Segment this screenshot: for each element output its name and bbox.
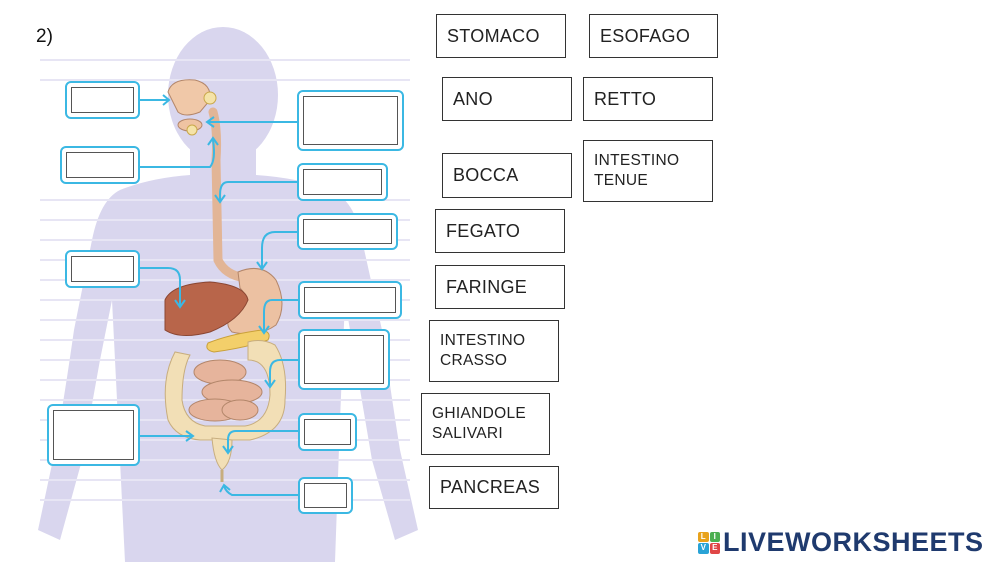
answer-box-9[interactable] xyxy=(47,404,140,466)
arrow-heads xyxy=(162,94,276,493)
answer-box-11[interactable] xyxy=(298,477,353,514)
small-intestine-organ xyxy=(188,359,263,422)
answer-box-2[interactable] xyxy=(297,90,404,151)
liveworksheets-brand: L I V E LIVEWORKSHEETS xyxy=(698,527,984,558)
logo-tile: L xyxy=(698,531,709,542)
word-card-fegato[interactable]: FEGATO xyxy=(435,209,565,253)
word-card-ghiandole-salivari[interactable]: GHIANDOLE SALIVARI xyxy=(421,393,550,455)
word-card-intestino-tenue[interactable]: INTESTINO TENUE xyxy=(583,140,713,202)
logo-tile: I xyxy=(709,531,720,542)
liveworksheets-logo: L I V E xyxy=(698,531,720,554)
liver-organ xyxy=(164,281,249,336)
word-card-faringe[interactable]: FARINGE xyxy=(435,265,565,309)
answer-box-5[interactable] xyxy=(297,213,398,250)
answer-box-8[interactable] xyxy=(298,329,390,390)
answer-box-1[interactable] xyxy=(65,81,140,119)
large-intestine-organ xyxy=(164,340,286,441)
word-card-bocca[interactable]: BOCCA xyxy=(442,153,572,198)
answer-box-4[interactable] xyxy=(297,163,388,201)
esophagus-organ xyxy=(208,107,250,283)
word-card-esofago[interactable]: ESOFAGO xyxy=(589,14,718,58)
word-card-retto[interactable]: RETTO xyxy=(583,77,713,121)
word-card-pancreas[interactable]: PANCREAS xyxy=(429,466,559,509)
mouth-organ xyxy=(167,79,217,136)
answer-box-10[interactable] xyxy=(298,413,357,451)
word-card-stomaco[interactable]: STOMACO xyxy=(436,14,566,58)
question-number: 2) xyxy=(36,26,53,47)
word-card-intestino-crasso[interactable]: INTESTINO CRASSO xyxy=(429,320,559,382)
connector-arrows xyxy=(140,99,298,496)
word-card-ano[interactable]: ANO xyxy=(442,77,572,121)
brand-name: LIVEWORKSHEETS xyxy=(723,527,984,557)
logo-tile: E xyxy=(709,543,720,554)
answer-box-3[interactable] xyxy=(60,146,140,184)
pancreas-organ xyxy=(206,329,270,353)
answer-box-6[interactable] xyxy=(65,250,140,288)
logo-tile: V xyxy=(698,543,709,554)
answer-box-7[interactable] xyxy=(298,281,402,319)
